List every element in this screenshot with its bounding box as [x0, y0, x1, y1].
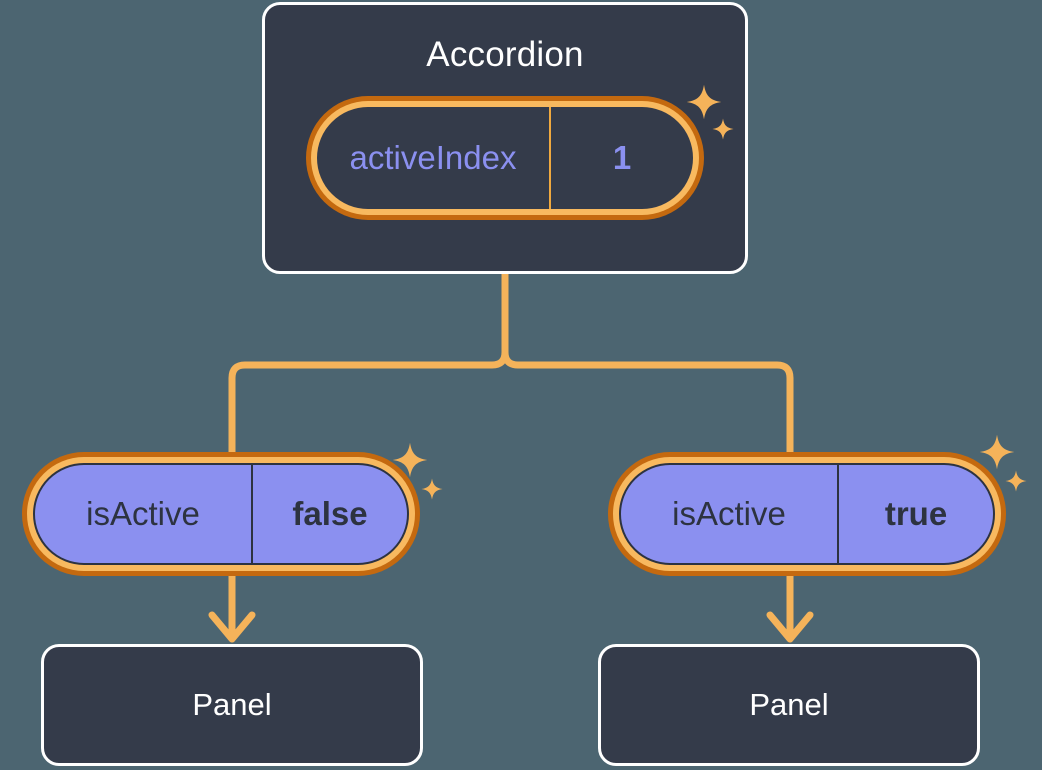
connector-trunk-split: [228, 270, 509, 456]
state-key-label: activeIndex: [317, 107, 551, 209]
arrow-right-to-panel: [766, 576, 814, 643]
sparkle-small-icon: [421, 478, 443, 500]
panel-title: Panel: [749, 687, 829, 722]
pill-ring: isActive true: [613, 457, 1001, 571]
pill-ring: isActive false: [27, 457, 415, 571]
sparkle-small-icon: [1005, 470, 1027, 492]
state-pill-active-index[interactable]: activeIndex 1: [306, 96, 704, 220]
panel-card-left[interactable]: Panel: [41, 644, 423, 766]
state-value-label: true: [884, 495, 948, 532]
sparkle-large-icon: [979, 434, 1015, 470]
pill-body: activeIndex 1: [317, 107, 693, 209]
state-pill-is-active-right[interactable]: isActive true: [608, 452, 1006, 576]
panel-card-right[interactable]: Panel: [598, 644, 980, 766]
state-value-label: false: [292, 495, 368, 532]
state-key-label: isActive: [621, 465, 839, 563]
pill-body: isActive true: [619, 463, 995, 565]
pill-body: isActive false: [33, 463, 409, 565]
state-pill-is-active-left[interactable]: isActive false: [22, 452, 420, 576]
state-value-label: 1: [612, 139, 632, 176]
arrow-left-to-panel: [208, 576, 256, 643]
connector-trunk-split-right: [501, 270, 794, 456]
state-key-label: isActive: [35, 465, 253, 563]
accordion-title: Accordion: [426, 35, 584, 74]
panel-title: Panel: [192, 687, 272, 722]
pill-ring: activeIndex 1: [311, 101, 699, 215]
